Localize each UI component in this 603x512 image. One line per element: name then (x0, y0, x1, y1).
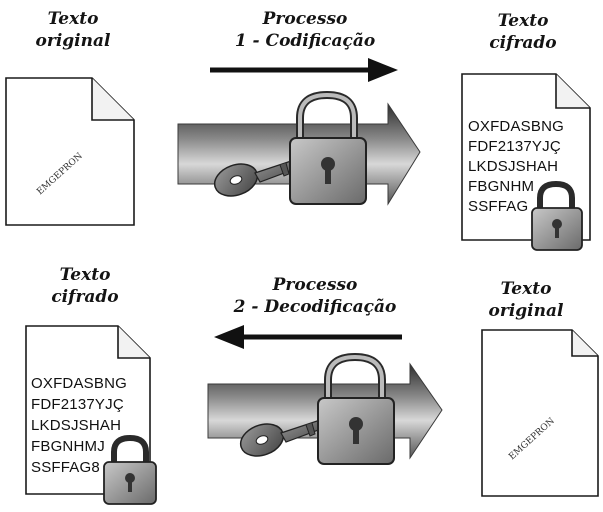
top-cipher-line-2: FDF2137YJÇ (468, 138, 561, 155)
top-right-label-line1: Texto (497, 11, 549, 31)
bottom-original-document-icon (481, 329, 599, 497)
top-center-label-line2: 1 - Codificação (234, 31, 376, 51)
bottom-process-arrow-icon (214, 325, 402, 349)
bottom-cipher-lines: OXFDASBNG FDF2137YJÇ LKDSJSHAH FBGNHMJ S… (31, 375, 127, 476)
bottom-cipher-line-4: FBGNHMJ (31, 438, 105, 455)
top-right-label-line2: cifrado (489, 33, 557, 53)
top-left-label: Texto original (18, 8, 128, 52)
bottom-right-label-line2: original (488, 301, 564, 321)
bottom-cipher-line-1: OXFDASBNG (31, 375, 127, 392)
top-process-arrow-icon (210, 58, 398, 82)
bottom-small-padlock-icon (103, 434, 157, 505)
top-small-padlock-icon (531, 180, 583, 251)
bottom-cipher-line-3: LKDSJSHAH (31, 417, 121, 434)
bottom-cipher-line-2: FDF2137YJÇ (31, 396, 124, 413)
bottom-left-label: Texto cifrado (30, 264, 140, 308)
bottom-right-label: Texto original (466, 278, 586, 322)
top-cipher-line-3: LKDSJSHAH (468, 158, 558, 175)
bottom-right-label-line1: Texto (500, 279, 552, 299)
top-cipher-document-icon (461, 73, 591, 241)
top-center-label-line1: Processo (262, 9, 348, 29)
top-cipher-line-1: OXFDASBNG (468, 118, 564, 135)
top-left-label-line1: Texto (47, 9, 99, 29)
top-right-label: Texto cifrado (468, 10, 578, 54)
bottom-center-label-line2: 2 - Decodificação (233, 297, 397, 317)
bottom-left-label-line2: cifrado (51, 287, 119, 307)
top-center-label: Processo 1 - Codificação (205, 8, 405, 52)
bottom-cipher-line-5: SSFFAG8 (31, 459, 100, 476)
top-cipher-line-4: FBGNHM (468, 178, 534, 195)
bottom-cipher-document-icon (25, 325, 151, 495)
top-original-document-icon (5, 77, 135, 226)
top-cipher-lines: OXFDASBNG FDF2137YJÇ LKDSJSHAH FBGNHM SS… (468, 118, 564, 215)
bottom-left-label-line1: Texto (59, 265, 111, 285)
top-cipher-line-5: SSFFAG (468, 198, 528, 215)
top-padlock-icon (289, 90, 367, 205)
bottom-center-label-line1: Processo (272, 275, 358, 295)
bottom-center-label: Processo 2 - Decodificação (215, 274, 415, 318)
bottom-padlock-icon (317, 352, 395, 465)
top-left-label-line2: original (35, 31, 111, 51)
